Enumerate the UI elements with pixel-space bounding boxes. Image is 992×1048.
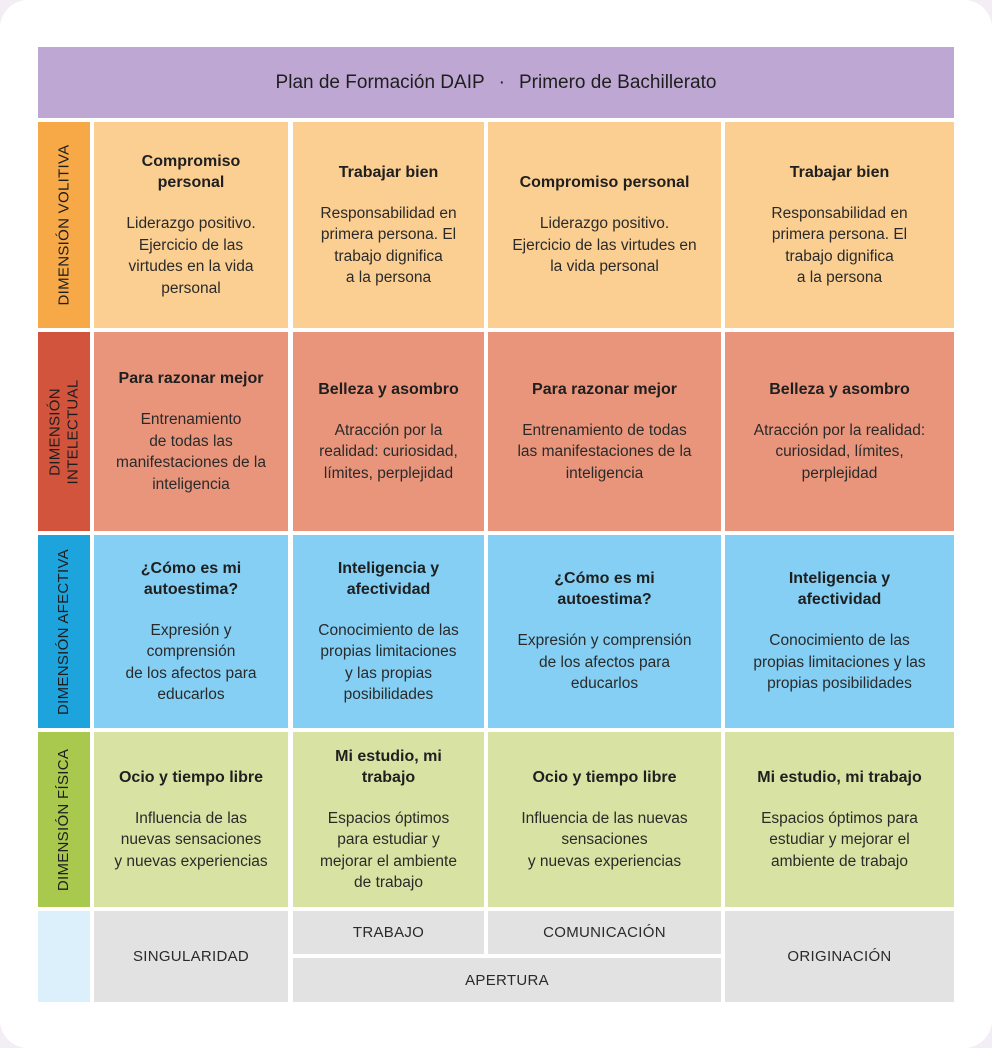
cell-fisica-3: Ocio y tiempo libre Influencia de las nu… (488, 732, 721, 907)
title-separator: · (498, 71, 505, 93)
side-bottom (38, 911, 90, 1002)
cell-heading: Para razonar mejor (118, 370, 264, 387)
label-singularidad: SINGULARIDAD (94, 911, 288, 1002)
cell-volitiva-1: Compromiso personal Liderazgo positivo. … (94, 122, 288, 328)
cell-text: Conocimiento de las propias limitaciones… (318, 621, 459, 704)
title-left: Plan de Formación DAIP (275, 71, 485, 93)
label-fisica: DIMENSIÓN FÍSICA (55, 748, 72, 891)
cell-intelectual-4: Belleza y asombro Atracción por la reali… (725, 332, 954, 531)
cell-fisica-1: Ocio y tiempo libre Influencia de las nu… (94, 732, 288, 907)
cell-heading: ¿Cómo es mi autoestima? (140, 559, 242, 598)
cell-heading: Trabajar bien (338, 163, 439, 181)
cell-text: Entrenamiento de todas las manifestacion… (116, 411, 266, 493)
cell-text: Espacios óptimos para estudiar y mejorar… (761, 809, 918, 870)
cell-heading: Inteligencia y afectividad (337, 559, 440, 598)
side-afectiva: DIMENSIÓN AFECTIVA (38, 535, 90, 728)
cell-fisica-2: Mi estudio, mi trabajo Espacios óptimos … (293, 732, 484, 907)
label-volitiva: DIMENSIÓN VOLITIVA (55, 144, 73, 306)
cell-heading: Belleza y asombro (318, 380, 459, 398)
cell-text: Influencia de las nuevas sensaciones y n… (114, 809, 268, 870)
cell-afectiva-4: Inteligencia y afectividad Conocimiento … (725, 535, 954, 728)
cell-heading: Mi estudio, mi trabajo (757, 768, 922, 786)
cell-text: Atracción por la realidad: curiosidad, l… (319, 421, 458, 482)
side-fisica: DIMENSIÓN FÍSICA (38, 732, 90, 907)
cell-heading: Mi estudio, mi trabajo (335, 747, 442, 786)
cell-heading: Para razonar mejor (532, 380, 677, 398)
cell-intelectual-2: Belleza y asombro Atracción por la reali… (293, 332, 484, 531)
side-volitiva: DIMENSIÓN VOLITIVA (38, 122, 90, 328)
cell-heading: Ocio y tiempo libre (118, 768, 264, 786)
cell-fisica-4: Mi estudio, mi trabajo Espacios óptimos … (725, 732, 954, 907)
cell-intelectual-3: Para razonar mejor Entrenamiento de toda… (488, 332, 721, 531)
cell-heading: ¿Cómo es mi autoestima? (554, 570, 655, 609)
label-comunicacion: COMUNICACIÓN (488, 911, 721, 954)
cell-afectiva-3: ¿Cómo es mi autoestima? Expresión y comp… (488, 535, 721, 728)
cell-text: Entrenamiento de todas las manifestacion… (517, 421, 692, 482)
side-intelectual: DIMENSIÓN INTELECTUAL (38, 332, 90, 531)
label-originacion: ORIGINACIÓN (725, 911, 954, 1002)
cell-text: Responsabilidad en primera persona. El t… (771, 204, 908, 287)
cell-heading: Trabajar bien (789, 163, 890, 181)
cell-text: Liderazgo positivo. Ejercicio de las vir… (126, 215, 256, 297)
cell-heading: Compromiso personal (519, 174, 690, 192)
cell-text: Expresión y comprensión de los afectos p… (517, 632, 692, 693)
cell-volitiva-3: Compromiso personal Liderazgo positivo. … (488, 122, 721, 328)
label-intelectual: DIMENSIÓN INTELECTUAL (46, 379, 81, 484)
cell-volitiva-2: Trabajar bien Responsabilidad en primera… (293, 122, 484, 328)
cell-text: Responsabilidad en primera persona. El t… (320, 204, 457, 287)
cell-text: Espacios óptimos para estudiar y mejorar… (320, 809, 457, 892)
label-afectiva: DIMENSIÓN AFECTIVA (55, 548, 73, 715)
cell-heading: Inteligencia y afectividad (788, 570, 891, 609)
cell-text: Conocimiento de las propias limitaciones… (753, 632, 926, 693)
cell-text: Expresión y comprensión de los afectos p… (125, 621, 257, 704)
cell-text: Liderazgo positivo. Ejercicio de las vir… (512, 215, 697, 276)
cell-text: Influencia de las nuevas sensaciones y n… (521, 809, 688, 870)
cell-text: Atracción por la realidad: curiosidad, l… (753, 421, 926, 482)
cell-volitiva-4: Trabajar bien Responsabilidad en primera… (725, 122, 954, 328)
label-apertura: APERTURA (293, 958, 721, 1002)
cell-heading: Ocio y tiempo libre (532, 768, 677, 786)
title-right: Primero de Bachillerato (518, 71, 717, 93)
title-bar: Plan de Formación DAIP · Primero de Bach… (38, 47, 954, 118)
cell-heading: Belleza y asombro (769, 380, 910, 398)
cell-heading: Compromiso personal (141, 153, 241, 191)
cell-intelectual-1: Para razonar mejor Entrenamiento de toda… (94, 332, 288, 531)
label-trabajo: TRABAJO (293, 911, 484, 954)
cell-afectiva-1: ¿Cómo es mi autoestima? Expresión y comp… (94, 535, 288, 728)
cell-afectiva-2: Inteligencia y afectividad Conocimiento … (293, 535, 484, 728)
